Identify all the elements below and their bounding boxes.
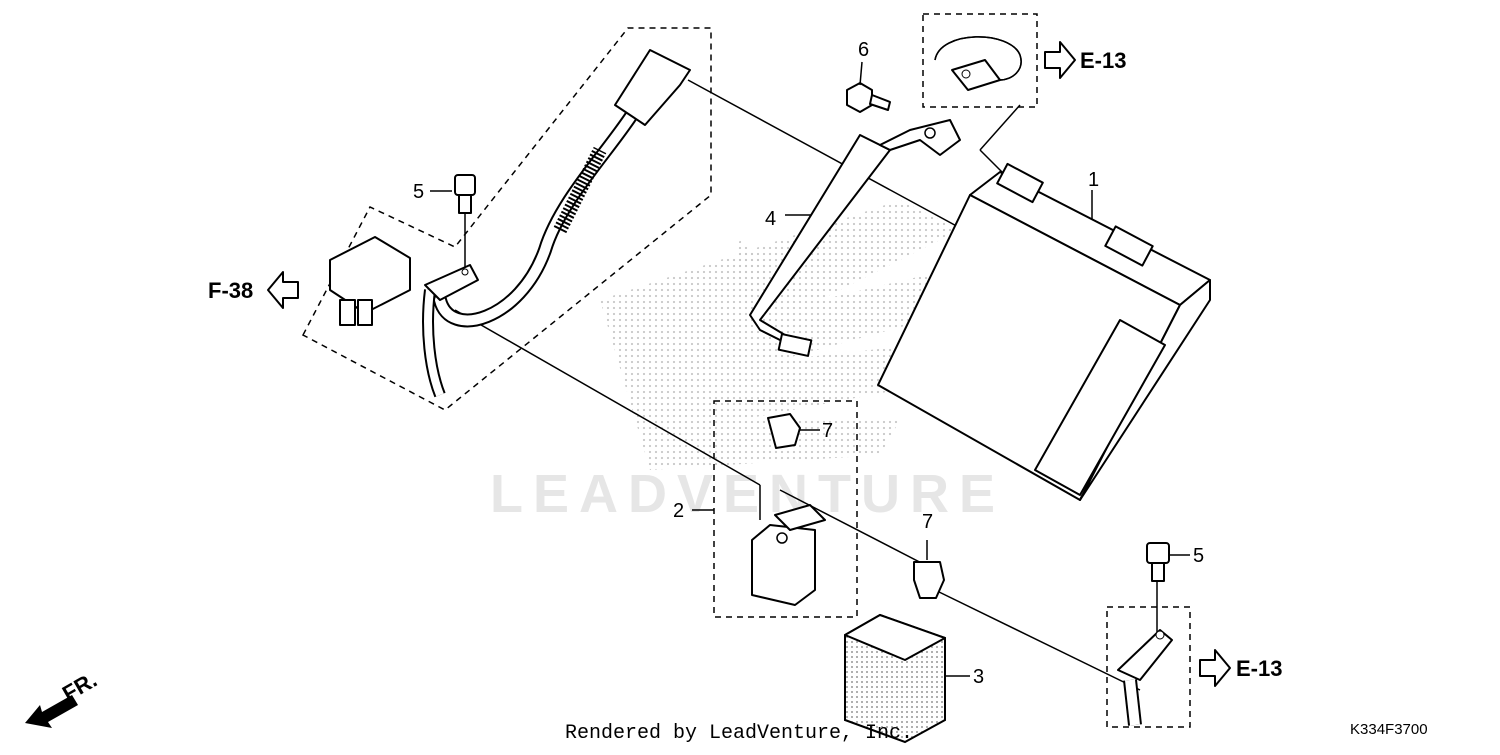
front-arrow-icon — [25, 695, 78, 728]
callout-battery-band: 4 — [765, 208, 776, 230]
watermark-text: LEADVENTURE — [490, 464, 1005, 524]
callout-bolt-lower-right: 5 — [1193, 545, 1204, 567]
callout-bolt-top: 6 — [858, 39, 869, 61]
battery-cable — [422, 49, 691, 398]
callout-leaders — [430, 61, 1190, 677]
starter-relay — [751, 504, 826, 606]
fuse-upper — [767, 413, 801, 449]
arrow-right-icon — [1044, 41, 1076, 79]
callout-fuse-lower: 7 — [922, 511, 933, 533]
callout-starter-relay: 2 — [673, 500, 684, 522]
relay-cover — [844, 613, 946, 744]
fuse-lower — [913, 561, 945, 599]
battery — [877, 162, 1211, 501]
diagram-code: K334F3700 — [1350, 721, 1428, 738]
battery-band — [749, 119, 961, 357]
callout-bolt-upper-left: 5 — [413, 181, 424, 203]
arrow-left-icon — [267, 271, 299, 309]
bolt-top — [846, 82, 891, 113]
callout-relay-cover: 3 — [973, 666, 984, 688]
callout-fuse-upper: 7 — [822, 420, 833, 442]
reference-bottom-right[interactable]: E-13 — [1236, 656, 1282, 681]
group-outlines — [301, 13, 1191, 728]
bolt-upper-left — [454, 174, 476, 214]
terminal-bottom — [1117, 629, 1173, 726]
callout-battery: 1 — [1088, 169, 1099, 191]
terminal-top — [934, 36, 1022, 91]
reference-left[interactable]: F-38 — [208, 278, 253, 303]
reference-top-right[interactable]: E-13 — [1080, 48, 1126, 73]
terminal-cover — [329, 236, 411, 326]
arrow-right-icon — [1199, 649, 1231, 687]
bolt-lower-right — [1146, 542, 1170, 582]
credit-text: Rendered by LeadVenture, Inc. — [565, 722, 913, 745]
